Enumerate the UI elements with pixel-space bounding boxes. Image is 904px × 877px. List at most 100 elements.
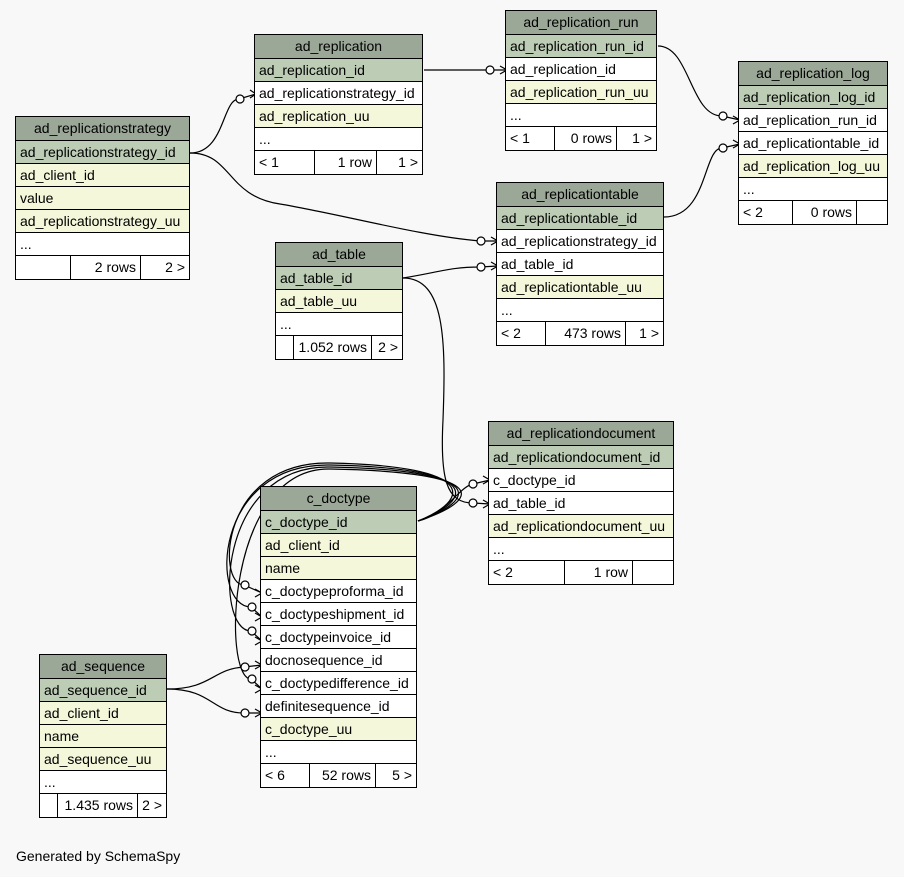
more-columns[interactable]: ... [489,538,673,561]
parents-link[interactable] [16,256,71,279]
column-fk[interactable]: ad_replication_run_id [739,109,887,132]
link-self-difference [234,468,462,690]
more-columns[interactable]: ... [261,741,416,764]
parents-link[interactable] [276,336,294,359]
column-plain[interactable]: ad_client_id [40,702,166,725]
optional-circle [240,662,250,672]
children-link[interactable]: 1 > [632,130,652,146]
parents-link[interactable]: < 1 [255,151,315,174]
row-count: 1.435 rows [58,794,138,817]
children-link[interactable]: 1 > [398,154,418,170]
more-columns[interactable]: ... [16,233,189,256]
more-columns[interactable]: ... [739,178,887,201]
column-plain[interactable]: ad_replication_run_uu [506,81,656,104]
column-fk[interactable]: c_doctypedifference_id [261,672,416,695]
column-pk[interactable]: ad_sequence_id [40,679,166,702]
column-fk[interactable]: ad_replicationstrategy_id [497,230,663,253]
column-pk[interactable]: ad_replicationdocument_id [489,446,673,469]
parents-link[interactable]: < 6 [261,764,310,787]
table-title[interactable]: ad_replicationtable [497,183,663,207]
column-fk[interactable]: docnosequence_id [261,649,416,672]
table-title[interactable]: ad_replication_run [506,11,656,35]
column-pk[interactable]: ad_table_id [276,267,402,290]
column-pk[interactable]: ad_replication_run_id [506,35,656,58]
column-fk[interactable]: ad_replicationstrategy_id [255,82,422,105]
row-count: 0 rows [793,201,857,224]
table-title[interactable]: c_doctype [261,487,416,511]
children-link[interactable]: 5 > [392,767,412,783]
more-columns[interactable]: ... [40,771,166,794]
parents-link[interactable]: < 2 [489,561,565,584]
table-title[interactable]: ad_table [276,243,402,267]
row-count: 2 rows [71,256,141,279]
link-strategy-reptable [189,152,498,242]
column-plain[interactable]: ad_client_id [16,164,189,187]
column-fk[interactable]: definitesequence_id [261,695,416,718]
table-title[interactable]: ad_sequence [40,655,166,679]
column-fk[interactable]: c_doctypeshipment_id [261,603,416,626]
column-fk[interactable]: c_doctypeproforma_id [261,580,416,603]
table-title[interactable]: ad_replication_log [739,62,887,86]
optional-circle [247,674,257,684]
column-pk[interactable]: ad_replication_log_id [739,86,887,109]
link-strategy-replication [189,93,257,154]
column-plain[interactable]: ad_replicationstrategy_uu [16,210,189,233]
more-columns[interactable]: ... [255,128,422,151]
optional-circle [247,626,257,636]
parents-link[interactable]: < 2 [497,322,546,345]
column-fk[interactable]: c_doctype_id [489,469,673,492]
column-plain[interactable]: name [40,725,166,748]
row-count: 1 row [565,561,633,584]
column-fk[interactable]: ad_table_id [489,492,673,515]
table-title[interactable]: ad_replication [255,35,422,59]
more-columns[interactable]: ... [276,313,402,336]
optional-circle [718,111,728,121]
column-plain[interactable]: ad_sequence_uu [40,748,166,771]
column-plain[interactable]: ad_replication_uu [255,105,422,128]
column-pk[interactable]: ad_replicationtable_id [497,207,663,230]
more-columns[interactable]: ... [506,104,656,127]
column-fk[interactable]: c_doctypeinvoice_id [261,626,416,649]
children-link[interactable]: 2 > [165,259,185,275]
optional-circle [235,94,245,104]
column-plain[interactable]: ad_replicationtable_uu [497,276,663,299]
column-fk[interactable]: ad_replication_id [506,58,656,81]
column-fk[interactable]: ad_replicationtable_id [739,132,887,155]
column-plain[interactable]: name [261,557,416,580]
column-plain[interactable]: ad_replication_log_uu [739,155,887,178]
link-reptable-log [663,143,741,218]
column-plain[interactable]: value [16,187,189,210]
column-pk[interactable]: ad_replication_id [255,59,422,82]
children-link[interactable]: 1 > [639,325,659,341]
children-link[interactable]: 2 > [142,797,162,813]
children-link[interactable] [857,201,887,224]
table-title[interactable]: ad_replicationstrategy [16,117,189,141]
parents-link[interactable]: < 1 [506,127,555,150]
column-fk[interactable]: ad_table_id [497,253,663,276]
column-plain[interactable]: c_doctype_uu [261,718,416,741]
parents-link[interactable] [40,794,58,817]
table-title[interactable]: ad_replicationdocument [489,422,673,446]
children-link[interactable]: 2 > [378,339,398,355]
row-count: 1.052 rows [294,336,372,359]
column-pk[interactable]: ad_replicationstrategy_id [16,141,189,164]
column-plain[interactable]: ad_client_id [261,534,416,557]
more-columns[interactable]: ... [497,299,663,322]
parents-link[interactable]: < 2 [739,201,793,224]
children-link[interactable] [633,561,673,584]
optional-circle [718,143,728,153]
column-pk[interactable]: c_doctype_id [261,511,416,534]
column-plain[interactable]: ad_table_uu [276,290,402,313]
column-plain[interactable]: ad_replicationdocument_uu [489,515,673,538]
